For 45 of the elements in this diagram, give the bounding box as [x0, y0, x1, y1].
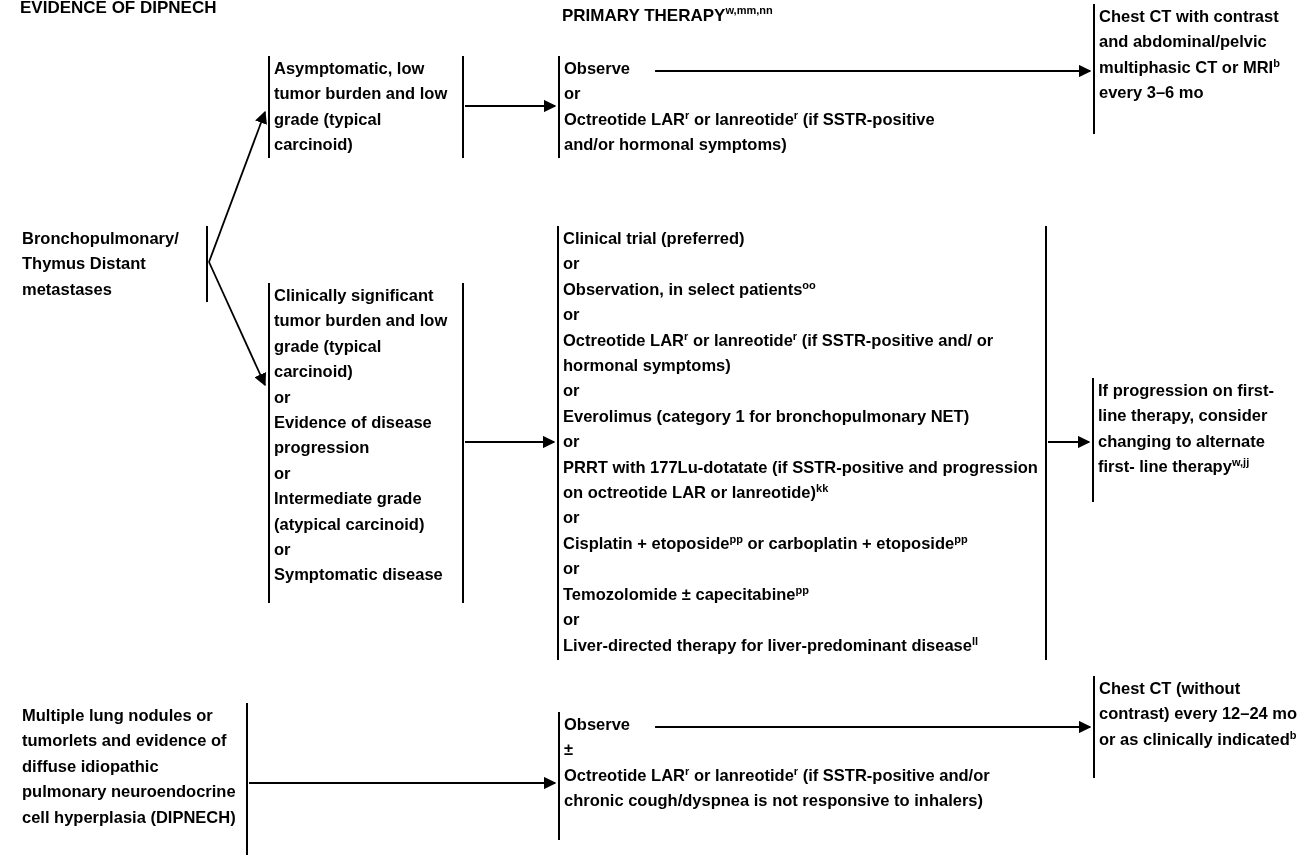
arrow	[464, 435, 556, 449]
node-text: If progression on first-line therapy, consider changing to alternate first- line therapy$^{w,jj}$	[1098, 380, 1275, 478]
node-text: Everolimus (category 1 for bronchopulmonary NET)	[563, 405, 971, 427]
node-text: ±	[564, 739, 575, 761]
node-text: Cisplatin + etoposide$^{pp}$ or carboplatin + etoposide$^{pp}$	[563, 531, 969, 554]
column-heading: PRIMARY THERAPY$^{w,mm,nn}$	[562, 6, 773, 26]
node-text: Symptomatic disease	[274, 564, 444, 586]
node-text: PRRT with 177Lu-dotatate (if SSTR-positive and progression on octreotide LAR or lanreotide)$^{kk}$	[563, 456, 1039, 504]
arrow	[654, 720, 1092, 734]
bracket-box	[557, 226, 1047, 660]
node-text: Octreotide LAR$^{r}$ or lanreotide$^{r}$ (if SSTR-positive and/ or hormonal symptoms)	[563, 328, 995, 377]
arrow	[464, 99, 557, 113]
node-text: Clinically significant tumor burden and low grade (typical carcinoid)	[274, 285, 449, 383]
node-text: or	[274, 539, 292, 561]
node-text: Clinical trial (preferred)	[563, 228, 746, 249]
column-heading: EVIDENCE OF DIPNECH	[20, 0, 217, 18]
arrow	[248, 776, 557, 790]
node-text: Observation, in select patients$^{oo}$	[563, 277, 817, 300]
node-text: Temozolomide ± capecitabine$^{pp}$	[563, 582, 810, 605]
node-text: Liver-directed therapy for liver-predominant disease$^{ll}$	[563, 633, 980, 656]
arrow	[1047, 435, 1091, 449]
node-text: Multiple lung nodules or tumorlets and evidence of diffuse idiopathic pulmonary neuroendocrine cell hyperplasia (DIPNECH)	[22, 705, 237, 828]
node-text: Observe	[564, 58, 632, 79]
node-text: Bronchopulmonary/ Thymus Distant metastases	[22, 228, 180, 300]
node-text: or	[564, 83, 582, 105]
node-text: or	[563, 253, 581, 275]
node-text: or	[563, 431, 581, 453]
node-text: or	[563, 380, 581, 402]
node-text: or	[563, 609, 581, 631]
node-text: Observe	[564, 714, 632, 735]
node-text: Chest CT with contrast and abdominal/pelvic multiphasic CT or MRI$^{b}$ every 3–6 mo	[1099, 6, 1281, 104]
node-text: Intermediate grade (atypical carcinoid)	[274, 488, 426, 535]
bracket-box	[268, 283, 464, 603]
node-text: Octreotide LAR$^{r}$ or lanreotide$^{r}$ (if SSTR-positive and/or chronic cough/dyspnea is not responsive to inhalers)	[564, 763, 991, 812]
node-text: or	[274, 462, 292, 484]
node-text: or	[563, 558, 581, 580]
node-text: Asymptomatic, low tumor burden and low grade (typical carcinoid)	[274, 58, 449, 156]
node-text: or	[563, 507, 581, 529]
node-text: Chest CT (without contrast) every 12–24 mo or as clinically indicated$^{b}$	[1099, 678, 1299, 750]
node-text: or	[274, 386, 292, 408]
node-text: or	[563, 304, 581, 326]
arrow	[208, 110, 267, 263]
arrow	[654, 64, 1092, 78]
node-text: Octreotide LAR$^{r}$ or lanreotide$^{r}$ (if SSTR-positive and/or hormonal symptoms)	[564, 107, 936, 156]
arrow	[208, 261, 267, 387]
